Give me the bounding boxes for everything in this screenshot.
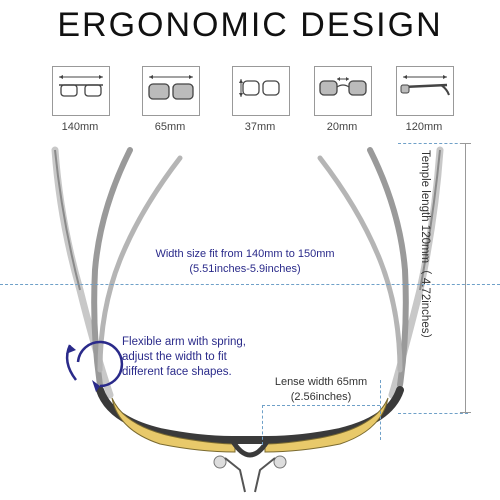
temple-length-icon — [396, 66, 454, 116]
arm-note: Flexible arm with spring, adjust the wid… — [122, 335, 282, 380]
temple-length-bar — [460, 143, 471, 413]
lense-note-line2: (2.56inches) — [290, 391, 352, 403]
lens-height-icon — [232, 66, 290, 116]
frame-width-icon — [52, 66, 110, 116]
width-guide-line — [0, 284, 500, 285]
width-note-line2: (5.51inches-5.9inches) — [189, 263, 301, 275]
lense-note: Lense width 65mm (2.56inches) — [262, 375, 380, 405]
width-note-line1: Width size fit from 140mm to 150mm — [155, 248, 335, 260]
page-title: ERGONOMIC DESIGN — [57, 6, 443, 44]
lense-note-line1: Lense width 65mm — [274, 376, 368, 388]
measure-label-temple-length: 120mm — [405, 121, 443, 133]
lense-guide-left — [262, 405, 263, 445]
measure-label-lens-height: 37mm — [244, 121, 276, 133]
arm-note-line2: adjust the width to fit — [122, 351, 227, 363]
measure-label-bridge-width: 20mm — [326, 121, 358, 133]
lens-width-icon — [142, 66, 200, 116]
lense-guide-top — [262, 405, 380, 406]
arm-note-line3: different face shapes. — [122, 366, 232, 378]
width-note: Width size fit from 140mm to 150mm (5.51… — [110, 247, 380, 277]
temple-length-label: Temple length 120mm（ 4.72inches） — [419, 150, 431, 345]
arm-note-line1: Flexible arm with spring, — [122, 336, 246, 348]
measure-label-lens-width: 65mm — [154, 121, 186, 133]
measure-label-frame-width: 140mm — [61, 121, 99, 133]
temple-guide-top — [398, 143, 468, 144]
temple-guide-bottom — [398, 413, 468, 414]
bridge-width-icon — [314, 66, 372, 116]
lense-guide-right — [380, 380, 381, 440]
